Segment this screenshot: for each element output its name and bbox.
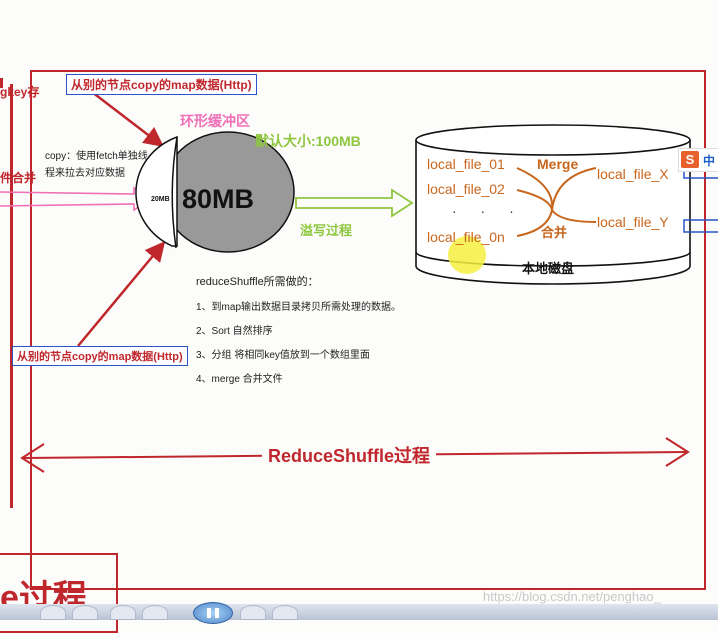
ime-toolbar[interactable]: S 中 [678, 148, 718, 172]
outside-box-y [683, 219, 718, 233]
left-frame-line [10, 84, 13, 508]
pause-icon-bar [215, 608, 219, 618]
left-text-fragment-top: gkey存 [0, 85, 40, 99]
copy-arrow-bottom [77, 241, 166, 347]
reduce-shuffle-steps: 1、到map输出数据目录拷贝所需处理的数据。 2、Sort 自然排序 3、分组 … [196, 296, 401, 392]
slide-frame [30, 70, 706, 590]
sogou-logo-icon: S [681, 151, 699, 168]
list-item: 4、merge 合并文件 [196, 374, 283, 385]
reduce-shuffle-title: reduceShuffle所需做的： [196, 276, 319, 288]
ring-buffer-label: 环形缓冲区 [180, 113, 250, 129]
list-item: 1、到map输出数据目录拷贝所需处理的数据。 [196, 302, 402, 313]
merge-lines [516, 167, 597, 237]
volume-button[interactable] [72, 605, 98, 620]
left-text-fragment-mid: 件合并 [0, 171, 37, 185]
pointer-highlight [448, 236, 486, 274]
input-arrow [0, 186, 152, 212]
process-label: ReduceShuffle过程 [262, 442, 437, 468]
disk-output-file: local_file_X [597, 166, 669, 182]
disk-input-file: local_file_0n [427, 229, 505, 245]
disk-input-file: local_file_01 [427, 156, 505, 172]
ring-buffer [135, 131, 295, 253]
combine-label: 合并 [541, 225, 568, 240]
merge-label: Merge [537, 156, 579, 172]
rewind-button[interactable] [142, 605, 168, 620]
disk-output-file: local_file_Y [597, 214, 669, 230]
pause-icon [207, 608, 211, 618]
disk-input-file: local_file_02 [427, 181, 505, 197]
media-player-bar [0, 602, 718, 624]
copy-source-label-top: 从别的节点copy的map数据(Http) [66, 74, 257, 95]
list-item: 2、Sort 自然排序 [196, 326, 273, 337]
list-item: 3、分组 将相同key值放到一个数组里面 [196, 350, 370, 361]
forward-button[interactable] [240, 605, 266, 620]
next-button[interactable] [272, 605, 298, 620]
watermark: https://blog.csdn.net/penghao_ [483, 589, 661, 604]
local-disk-label: 本地磁盘 [522, 261, 575, 276]
copy-note: copy：使用fetch单独线程来拉去对应数据 [45, 151, 148, 179]
ime-mode-label[interactable]: 中 [703, 154, 716, 168]
buffer-free-label: 20MB [151, 196, 170, 203]
pause-button[interactable] [193, 602, 233, 624]
spill-label: 溢写过程 [300, 223, 353, 238]
disk-input-ellipsis: · · · [452, 203, 524, 219]
spill-arrow [295, 188, 414, 218]
buffer-used-label: 80MB [182, 184, 255, 214]
default-size-label: 默认大小:100MB [255, 133, 361, 149]
copy-source-label-bottom: 从别的节点copy的map数据(Http) [12, 346, 188, 366]
previous-button[interactable] [110, 605, 136, 620]
copy-arrow-top [91, 91, 164, 148]
frame-edge-top-left [0, 78, 3, 88]
stop-button[interactable] [40, 605, 66, 620]
